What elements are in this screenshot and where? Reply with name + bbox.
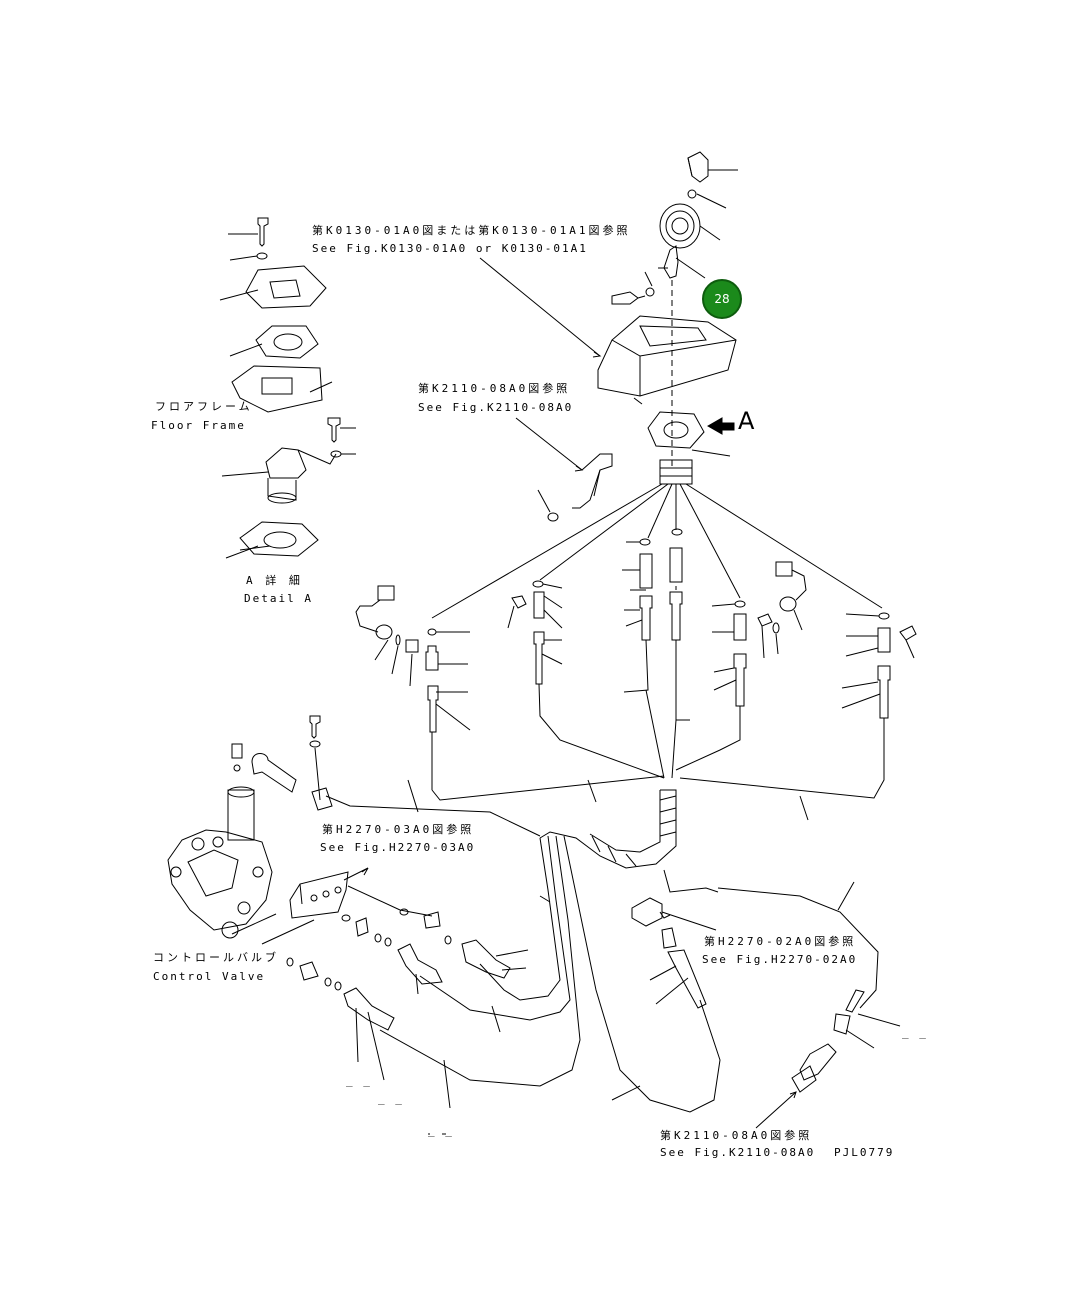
fittings-group-2 (508, 581, 664, 778)
ref-k2110-top-en: See Fig.K2110-08A0 (418, 401, 574, 414)
console-cover (480, 258, 736, 470)
fittings-group-3 (622, 529, 690, 778)
control-valve-jp: コントロールバルブ (153, 951, 279, 964)
main-hose-bundle (380, 776, 878, 1112)
detail-a-en: Detail A (244, 592, 313, 605)
ref-h2270-02-jp: 第H2270-02A0図参照 (704, 935, 857, 948)
dash-label-1: _ _ (346, 1074, 372, 1087)
bracket-h2270-02 (632, 898, 716, 1008)
control-lever (612, 246, 705, 304)
dash-label-3: _ _ (902, 1026, 928, 1039)
ref-k0130-jp: 第K0130-01A0図または第K0130-01A1図参照 (312, 224, 631, 237)
dash-label-4: _ _ (428, 1124, 454, 1137)
control-valve-en: Control Valve (153, 970, 266, 983)
ref-k0130-en: See Fig.K0130-01A0 or K0130-01A1 (312, 242, 588, 255)
ref-k2110-top-jp: 第K2110-08A0図参照 (418, 382, 571, 395)
valve-manifold (287, 716, 540, 1080)
detail-a-assembly (220, 218, 356, 558)
dash-label-2: _ _ (378, 1092, 404, 1105)
rubber-boot (660, 204, 720, 248)
ref-h2270-03-jp: 第H2270-03A0図参照 (322, 823, 475, 836)
callout-28-badge[interactable]: 28 (702, 279, 742, 319)
drawing-code: PJL0779 (834, 1146, 895, 1159)
hose-fan (432, 484, 882, 618)
floor-frame-jp: フロアフレーム (155, 400, 253, 413)
ref-h2270-02-en: See Fig.H2270-02A0 (702, 953, 858, 966)
fittings-group-4 (676, 562, 806, 770)
ref-h2270-03-en: See Fig.H2270-03A0 (320, 841, 476, 854)
lower-right-fittings (756, 990, 900, 1128)
ref-k2110-bottom-en: See Fig.K2110-08A0 (660, 1146, 816, 1159)
ppc-valve (648, 412, 730, 484)
lever-knob (688, 152, 738, 208)
view-a-arrow (708, 418, 734, 434)
view-a-label: A (738, 407, 755, 435)
detail-a-jp: A 詳 細 (246, 574, 303, 587)
fittings-group-1 (356, 586, 470, 790)
ref-k2110-bottom-jp: 第K2110-08A0図参照 (660, 1129, 813, 1142)
fittings-group-5 (680, 613, 916, 798)
floor-frame-en: Floor Frame (151, 419, 246, 432)
control-valve-body (168, 744, 314, 944)
pilot-hose-top (516, 418, 612, 521)
